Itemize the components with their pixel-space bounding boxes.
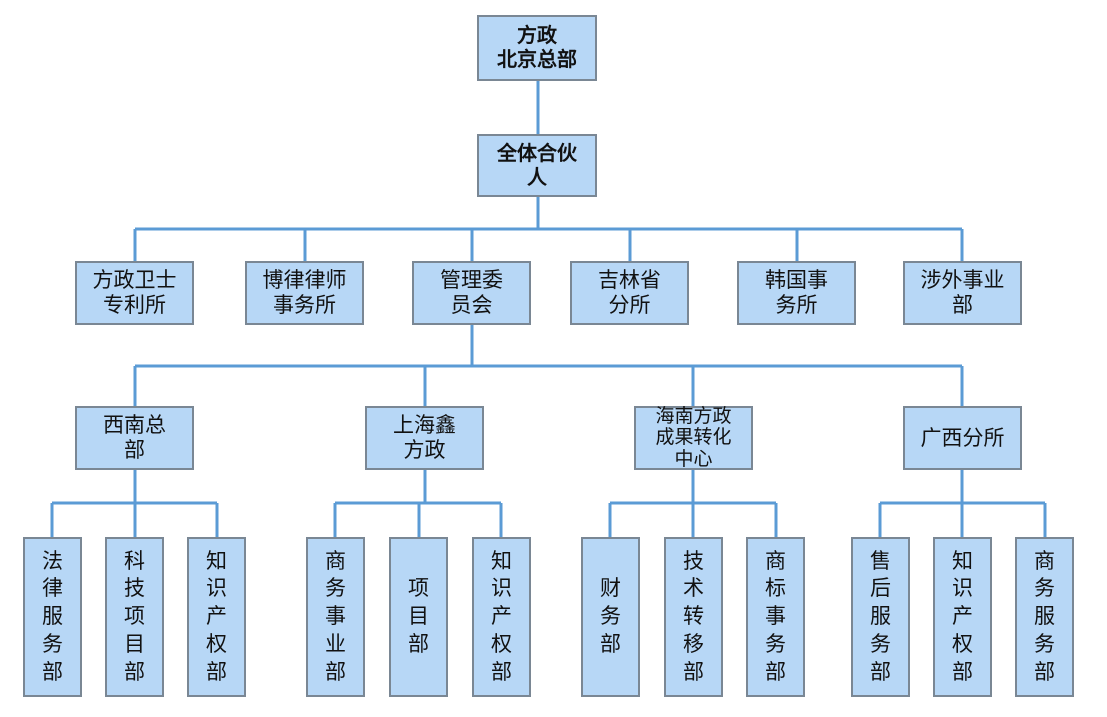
node-label: 项 目 部 [408,576,429,656]
node-label: 技 术 转 移 部 [683,548,704,684]
node-ip-dept-1: 知 识 产 权 部 [187,537,246,697]
node-hq-label: 方政 北京总部 [497,23,577,71]
node-label: 科 技 项 目 部 [124,548,145,684]
node-foreign-affairs: 涉外事业 部 [903,261,1022,325]
node-label: 方政卫士 专利所 [92,268,177,317]
node-label: 商 务 服 务 部 [1034,548,1055,684]
node-project-dept: 项 目 部 [389,537,448,697]
node-hq: 方政 北京总部 [477,15,597,81]
node-label: 管理委 员会 [440,268,503,317]
node-all-partners-label: 全体合伙 人 [497,140,577,189]
node-label: 知 识 产 权 部 [206,548,227,684]
node-ip-dept-2: 知 识 产 权 部 [472,537,531,697]
node-legal-services: 法 律 服 务 部 [23,537,82,697]
node-after-sales: 售 后 服 务 部 [851,537,910,697]
node-label: 韩国事 务所 [765,268,828,317]
node-label: 海南方政 成果转化 中心 [655,405,732,470]
node-label: 售 后 服 务 部 [870,548,891,684]
node-law-firm: 博律律师 事务所 [245,261,364,325]
node-label: 博律律师 事务所 [262,268,347,317]
node-all-partners: 全体合伙 人 [477,134,597,197]
node-tech-projects: 科 技 项 目 部 [105,537,164,697]
node-hainan-center: 海南方政 成果转化 中心 [634,406,753,470]
node-label: 西南总 部 [103,413,166,462]
node-label: 知 识 产 权 部 [491,548,512,684]
node-business-services: 商 务 服 务 部 [1015,537,1074,697]
node-label: 商 标 事 务 部 [765,548,786,684]
node-label: 财 务 部 [600,576,621,656]
node-label: 知 识 产 权 部 [952,548,973,684]
node-label: 涉外事业 部 [920,268,1005,317]
node-jilin-branch: 吉林省 分所 [570,261,689,325]
node-trademark-dept: 商 标 事 务 部 [746,537,805,697]
node-korea-office: 韩国事 务所 [737,261,856,325]
node-business-dept: 商 务 事 业 部 [306,537,365,697]
node-management-committee: 管理委 员会 [412,261,531,325]
node-finance-dept: 财 务 部 [581,537,640,697]
node-label: 法 律 服 务 部 [42,548,63,684]
node-label: 广西分所 [920,425,1005,450]
node-ip-dept-3: 知 识 产 权 部 [933,537,992,697]
node-label: 吉林省 分所 [598,268,661,317]
node-patent-office: 方政卫士 专利所 [75,261,194,325]
node-tech-transfer: 技 术 转 移 部 [664,537,723,697]
node-southwest-hq: 西南总 部 [75,406,194,470]
node-label: 商 务 事 业 部 [325,548,346,684]
node-label: 上海鑫 方政 [393,413,456,462]
node-guangxi-branch: 广西分所 [903,406,1022,470]
node-shanghai: 上海鑫 方政 [365,406,484,470]
